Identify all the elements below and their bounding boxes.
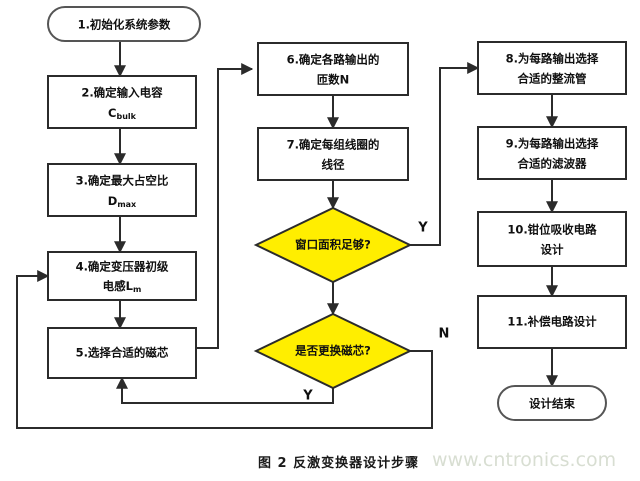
node-step4-line2: 电感Lm (103, 279, 142, 294)
node-step3[interactable]: 3.确定最大占空比 Dmax (47, 163, 197, 217)
node-decision1-label: 窗口面积足够? (295, 238, 371, 252)
node-decision2-label: 是否更换磁芯? (294, 344, 371, 358)
node-end-label: 设计结束 (529, 397, 575, 411)
node-step3-line2: Dmax (108, 194, 137, 209)
node-decision2[interactable]: 是否更换磁芯? (253, 312, 413, 390)
branch-label-decision1-yes: Y (417, 221, 428, 236)
node-step8-line2: 合适的整流管 (518, 72, 587, 86)
node-step11[interactable]: 11.补偿电路设计 (477, 295, 627, 349)
node-step9-line2: 合适的滤波器 (518, 157, 587, 171)
watermark-text: www.cntronics.com (432, 449, 617, 471)
node-step2[interactable]: 2.确定输入电容 Cbulk (47, 75, 197, 129)
node-start-label: 1.初始化系统参数 (78, 18, 171, 32)
edge-decision2-yes-to-step5 (116, 376, 334, 404)
node-step11-label: 11.补偿电路设计 (507, 315, 597, 329)
connectors (16, 40, 558, 429)
node-step10-line1: 10.钳位吸收电路 (507, 223, 597, 237)
node-step5-label: 5.选择合适的磁芯 (76, 346, 169, 360)
node-step8[interactable]: 8.为每路输出选择 合适的整流管 (477, 41, 627, 95)
node-step7[interactable]: 7.确定每组线圈的 线径 (257, 127, 409, 181)
branch-label-decision2-no: N (439, 327, 450, 342)
node-step7-line1: 7.确定每组线圈的 (287, 138, 380, 152)
node-start[interactable]: 1.初始化系统参数 (47, 6, 201, 42)
node-step10-line2: 设计 (541, 243, 564, 257)
edge-decision1-yes-to-step8 (410, 62, 480, 246)
figure-caption: 图 2 反激变换器设计步骤 (258, 456, 420, 471)
node-step2-line1: 2.确定输入电容 (81, 86, 163, 100)
node-step3-line1: 3.确定最大占空比 (76, 174, 169, 188)
node-end[interactable]: 设计结束 (497, 385, 607, 421)
node-step6-line2: 匝数N (317, 73, 350, 87)
node-step9-line1: 9.为每路输出选择 (506, 137, 599, 151)
node-step4[interactable]: 4.确定变压器初级 电感Lm (47, 251, 197, 301)
node-step9[interactable]: 9.为每路输出选择 合适的滤波器 (477, 126, 627, 180)
node-step6[interactable]: 6.确定各路输出的 匝数N (257, 42, 409, 96)
node-step4-line1: 4.确定变压器初级 (76, 260, 169, 274)
edge-decision2-no-to-step4 (16, 270, 433, 429)
node-step6-line1: 6.确定各路输出的 (287, 53, 380, 67)
node-decision1[interactable]: 窗口面积足够? (253, 206, 413, 284)
node-step10[interactable]: 10.钳位吸收电路 设计 (477, 211, 627, 267)
node-step7-line2: 线径 (322, 158, 345, 172)
node-step2-line2: Cbulk (108, 106, 137, 121)
node-step8-line1: 8.为每路输出选择 (506, 52, 599, 66)
edge-step5-to-step6 (196, 63, 254, 349)
node-step5[interactable]: 5.选择合适的磁芯 (47, 327, 197, 379)
branch-label-decision2-yes: Y (302, 389, 313, 404)
